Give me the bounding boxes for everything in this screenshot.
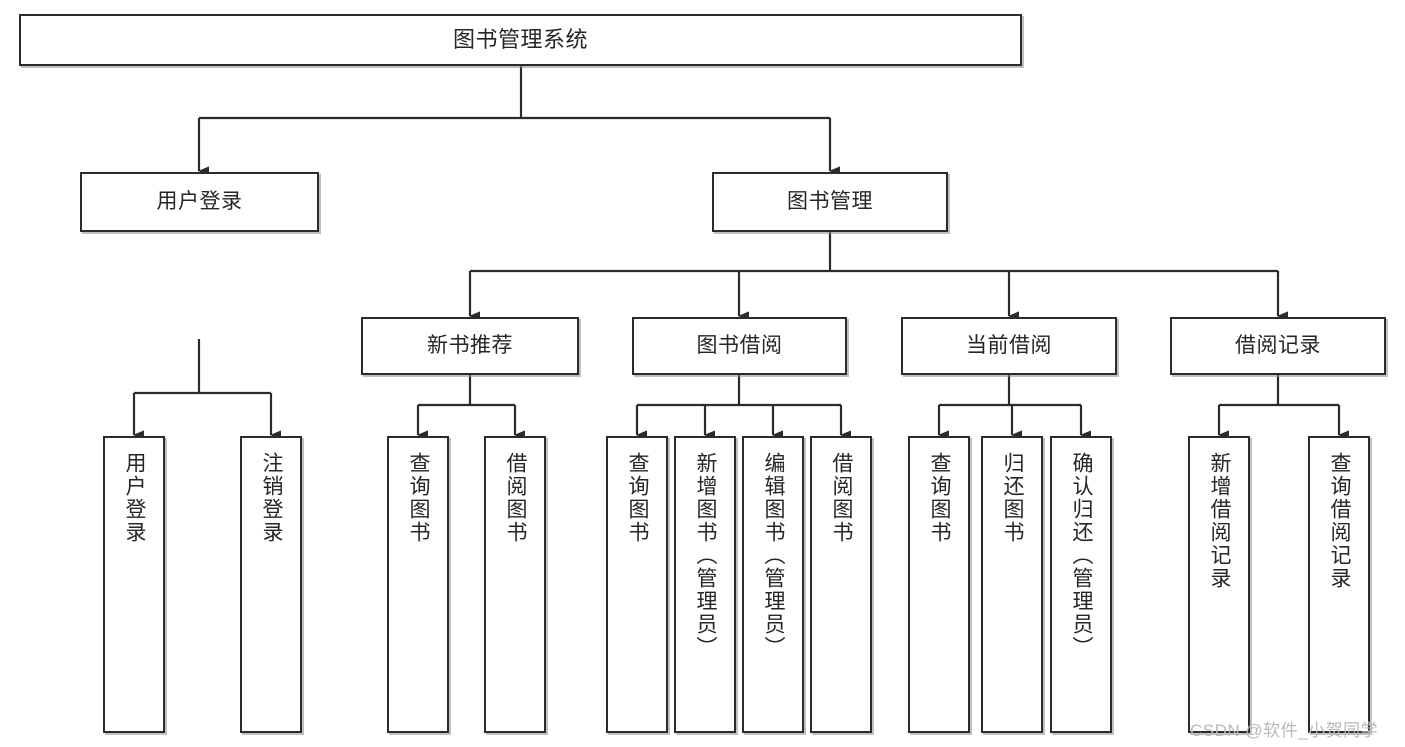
node-leaf-current-return-label: 归还图书 <box>1001 452 1025 544</box>
node-root-label: 图书管理系统 <box>452 27 588 53</box>
node-leaf-record-add-label: 新增借阅记录 <box>1208 452 1232 590</box>
node-leaf-user-login[interactable]: 用户登录 <box>103 436 165 733</box>
node-leaf-book-add-label: 新增图书（管理员） <box>694 452 718 659</box>
node-borrow-records-label: 借阅记录 <box>1235 333 1321 357</box>
node-leaf-book-borrow[interactable]: 借阅图书 <box>810 436 872 733</box>
node-user-login[interactable]: 用户登录 <box>80 172 319 232</box>
node-new-book-recommend[interactable]: 新书推荐 <box>361 317 579 375</box>
node-leaf-user-logout[interactable]: 注销登录 <box>240 436 302 733</box>
node-leaf-user-login-label: 用户登录 <box>123 452 147 544</box>
node-leaf-current-return[interactable]: 归还图书 <box>981 436 1043 733</box>
node-book-borrow[interactable]: 图书借阅 <box>632 317 847 375</box>
node-current-borrow-label: 当前借阅 <box>966 333 1052 357</box>
node-leaf-newbook-query-label: 查询图书 <box>407 452 431 544</box>
node-leaf-record-add[interactable]: 新增借阅记录 <box>1188 436 1250 733</box>
node-leaf-record-query-label: 查询借阅记录 <box>1328 452 1352 590</box>
node-leaf-current-query-label: 查询图书 <box>928 452 952 544</box>
node-leaf-book-edit-label: 编辑图书（管理员） <box>762 452 786 659</box>
node-leaf-current-confirm-label: 确认归还（管理员） <box>1070 452 1094 659</box>
node-leaf-newbook-borrow-label: 借阅图书 <box>504 452 528 544</box>
node-leaf-book-borrow-label: 借阅图书 <box>830 452 854 544</box>
node-new-book-recommend-label: 新书推荐 <box>427 333 513 357</box>
node-user-login-label: 用户登录 <box>156 189 243 213</box>
node-book-management[interactable]: 图书管理 <box>712 172 948 232</box>
node-leaf-book-query[interactable]: 查询图书 <box>606 436 668 733</box>
node-root[interactable]: 图书管理系统 <box>19 14 1022 66</box>
node-borrow-records[interactable]: 借阅记录 <box>1170 317 1386 375</box>
node-leaf-book-edit[interactable]: 编辑图书（管理员） <box>742 436 804 733</box>
node-leaf-newbook-query[interactable]: 查询图书 <box>387 436 449 733</box>
node-book-borrow-label: 图书借阅 <box>696 333 783 357</box>
node-leaf-book-add[interactable]: 新增图书（管理员） <box>674 436 736 733</box>
node-leaf-book-query-label: 查询图书 <box>626 452 650 544</box>
node-leaf-record-query[interactable]: 查询借阅记录 <box>1308 436 1370 733</box>
node-leaf-current-query[interactable]: 查询图书 <box>908 436 970 733</box>
node-leaf-current-confirm[interactable]: 确认归还（管理员） <box>1050 436 1112 733</box>
node-leaf-user-logout-label: 注销登录 <box>260 452 284 544</box>
connector-lines <box>132 64 1349 440</box>
node-leaf-newbook-borrow[interactable]: 借阅图书 <box>484 436 546 733</box>
node-book-management-label: 图书管理 <box>787 189 873 213</box>
node-current-borrow[interactable]: 当前借阅 <box>901 317 1117 375</box>
